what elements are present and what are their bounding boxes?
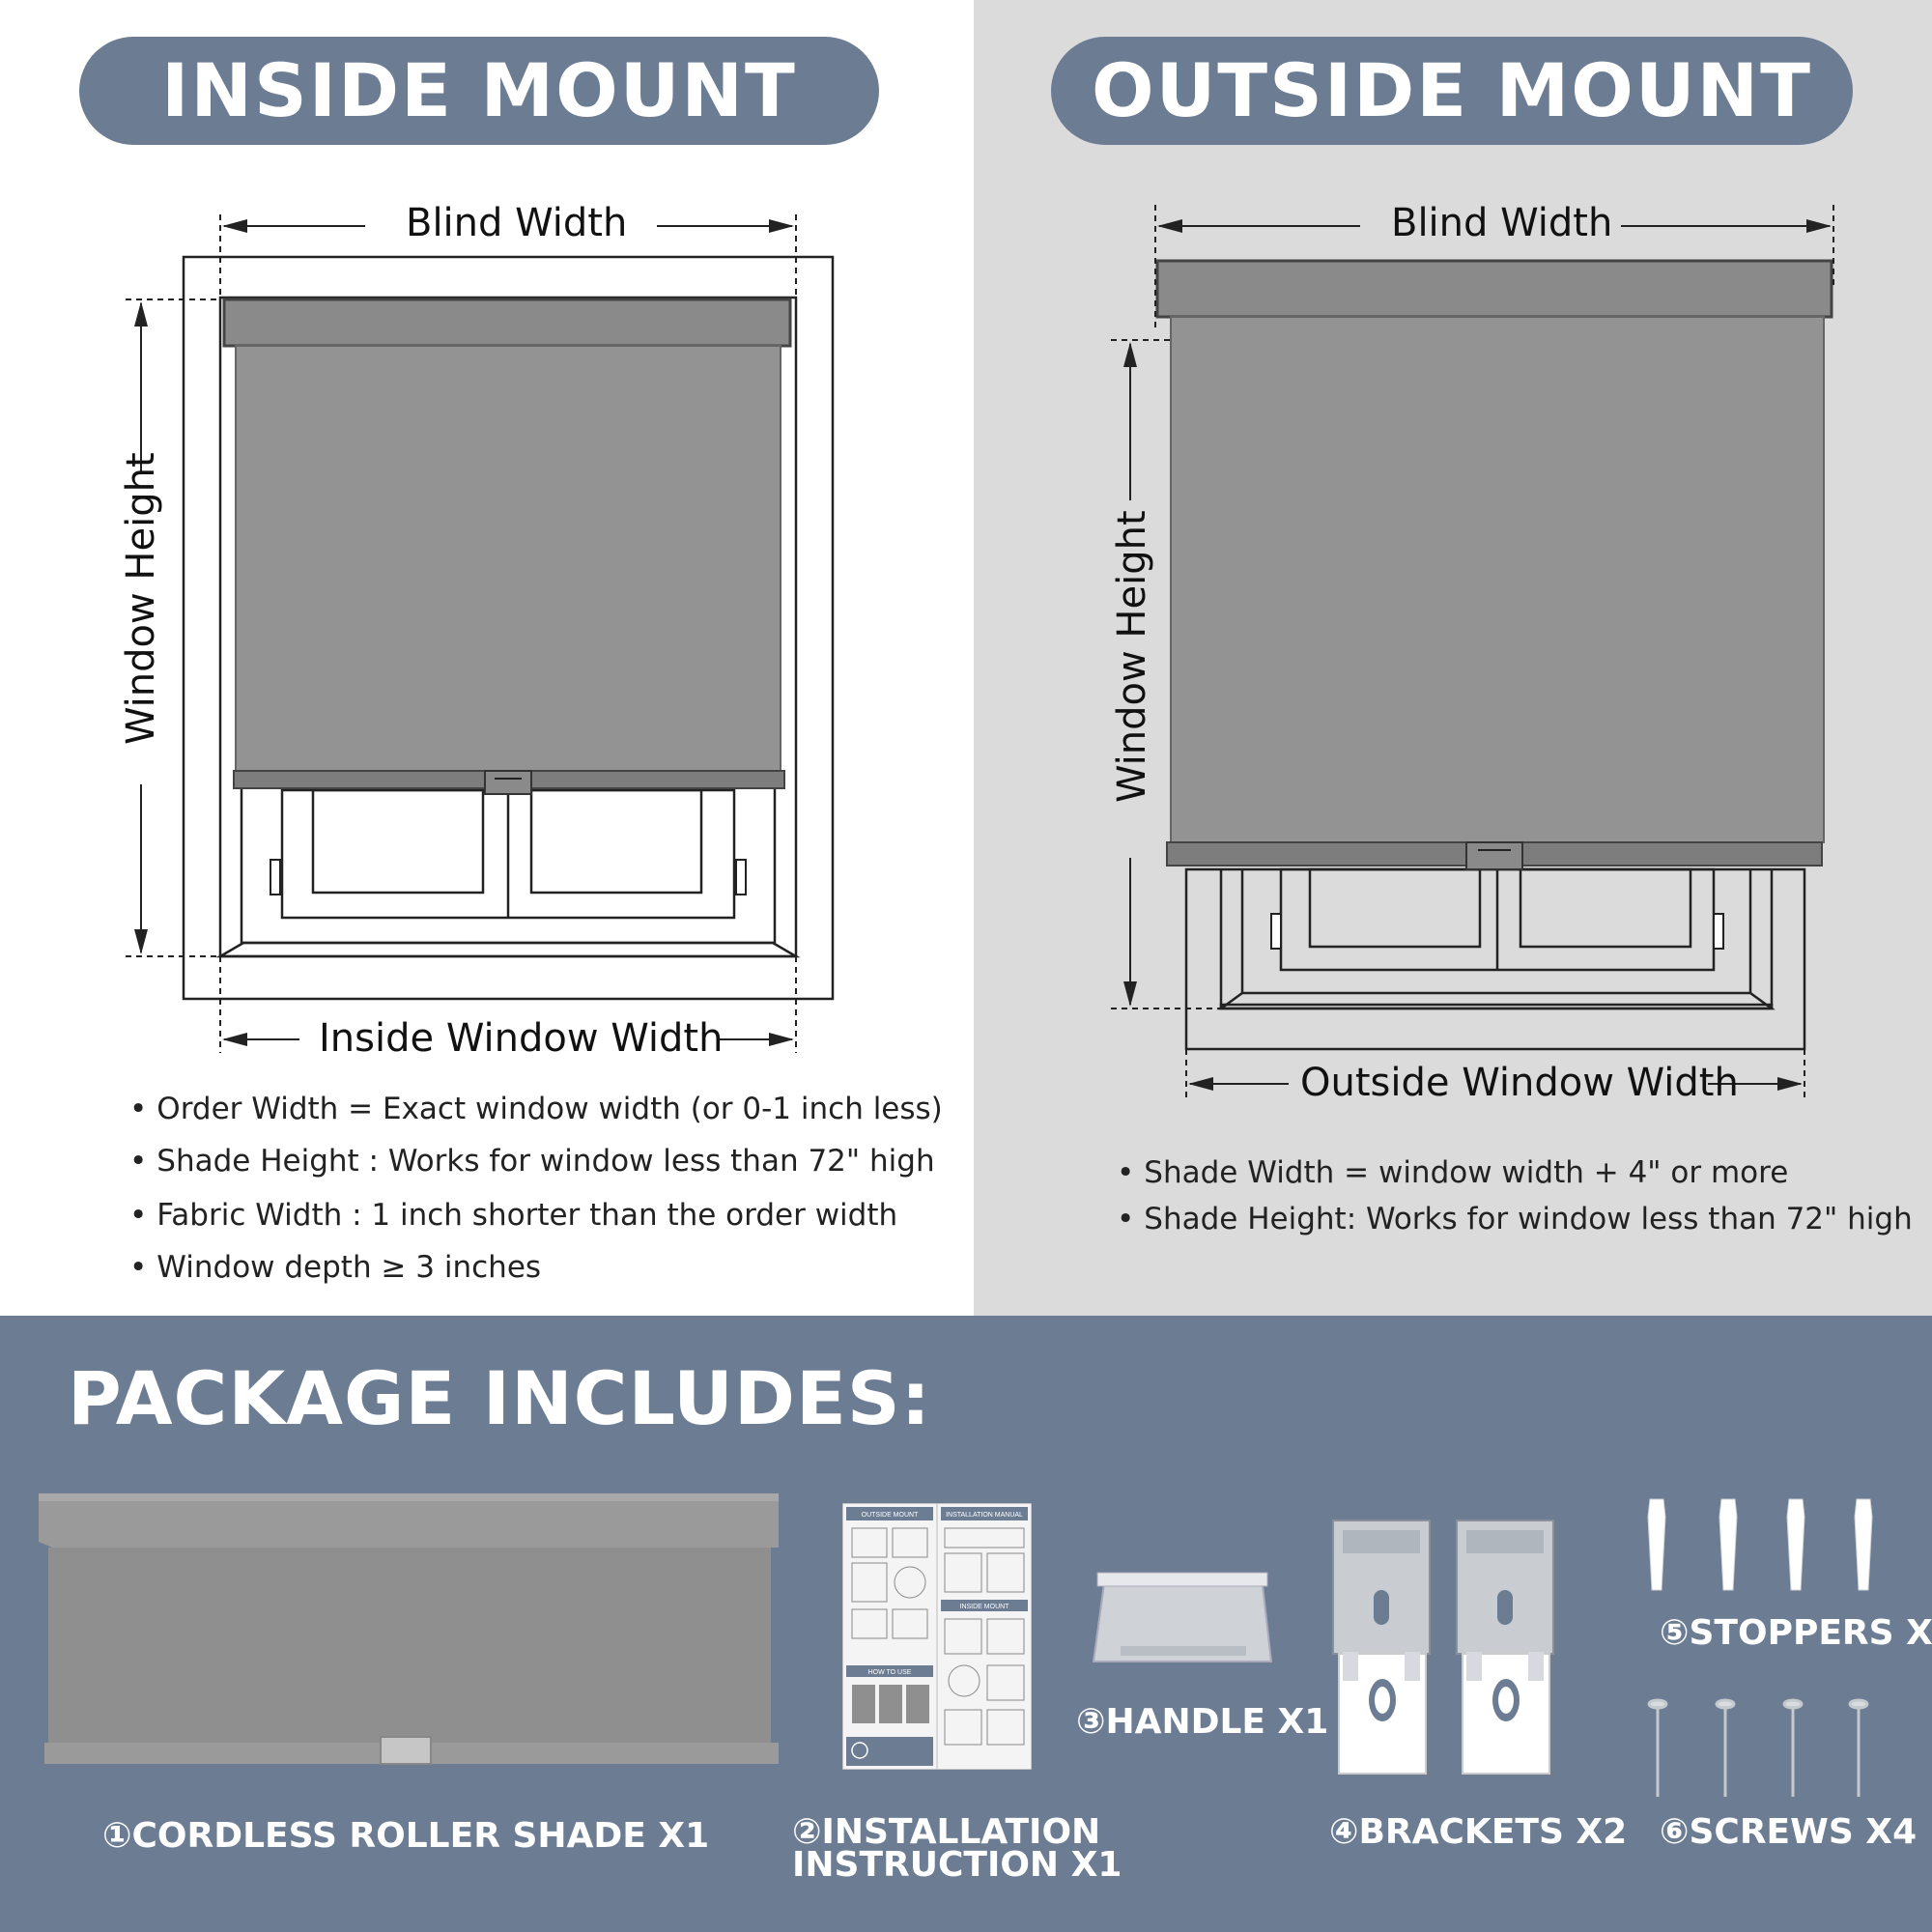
manual-inside-mount-heading: INSIDE MOUNT bbox=[960, 1604, 1010, 1610]
inside-window-height-label: Window Height bbox=[119, 452, 163, 745]
outside-mount-title: OUTSIDE MOUNT bbox=[1051, 37, 1853, 145]
roller-shade-image bbox=[39, 1493, 779, 1765]
inside-note: Shade Height : Works for window less tha… bbox=[129, 1144, 943, 1198]
inside-note: Fabric Width : 1 inch shorter than the o… bbox=[129, 1198, 943, 1250]
outside-window-height-label: Window Height bbox=[1110, 510, 1154, 803]
manual-label: ②INSTALLATION INSTRUCTION X1 bbox=[792, 1812, 1122, 1885]
inside-mount-notes: Order Width = Exact window width (or 0-1… bbox=[129, 1092, 943, 1302]
outside-note: Shade Height: Works for window less than… bbox=[1117, 1202, 1912, 1248]
manual-outside-mount-heading: OUTSIDE MOUNT bbox=[862, 1512, 919, 1519]
inside-blind-width-label: Blind Width bbox=[406, 201, 628, 245]
inside-window-width-label: Inside Window Width bbox=[319, 1016, 724, 1061]
inside-note: Order Width = Exact window width (or 0-1… bbox=[129, 1092, 942, 1144]
screws-label: ⑥SCREWS X4 bbox=[1660, 1812, 1918, 1852]
manual-how-to-use-heading: HOW TO USE bbox=[868, 1669, 912, 1676]
outside-window-width-label: Outside Window Width bbox=[1300, 1061, 1739, 1105]
outside-mount-diagram bbox=[1111, 205, 1834, 1101]
installation-manual-image: OUTSIDE MOUNT INSTALLATION MANUAL INSIDE… bbox=[842, 1503, 1032, 1770]
manual-label-line-1: ②INSTALLATION bbox=[792, 1812, 1101, 1852]
stoppers-image bbox=[1647, 1498, 1873, 1591]
inside-mount-diagram bbox=[126, 214, 835, 1053]
screws-image bbox=[1647, 1698, 1869, 1797]
outside-note: Shade Width = window width + 4" or more bbox=[1117, 1155, 1913, 1202]
handle-label: ③HANDLE X1 bbox=[1076, 1702, 1329, 1742]
brackets-label: ④BRACKETS X2 bbox=[1329, 1812, 1628, 1852]
package-includes-title: PACKAGE INCLUDES: bbox=[68, 1355, 932, 1441]
handle-image bbox=[1092, 1572, 1273, 1662]
shade-label: ①CORDLESS ROLLER SHADE X1 bbox=[102, 1816, 710, 1856]
inside-note: Window depth ≥ 3 inches bbox=[129, 1250, 943, 1302]
outside-mount-notes: Shade Width = window width + 4" or more … bbox=[1117, 1155, 1913, 1248]
brackets-image bbox=[1332, 1520, 1554, 1775]
manual-label-line-2: INSTRUCTION X1 bbox=[792, 1845, 1122, 1885]
manual-installation-heading: INSTALLATION MANUAL bbox=[946, 1512, 1023, 1519]
outside-blind-width-label: Blind Width bbox=[1391, 201, 1613, 245]
inside-mount-title: INSIDE MOUNT bbox=[79, 37, 879, 145]
stoppers-label: ⑤STOPPERS X4 bbox=[1660, 1613, 1932, 1653]
